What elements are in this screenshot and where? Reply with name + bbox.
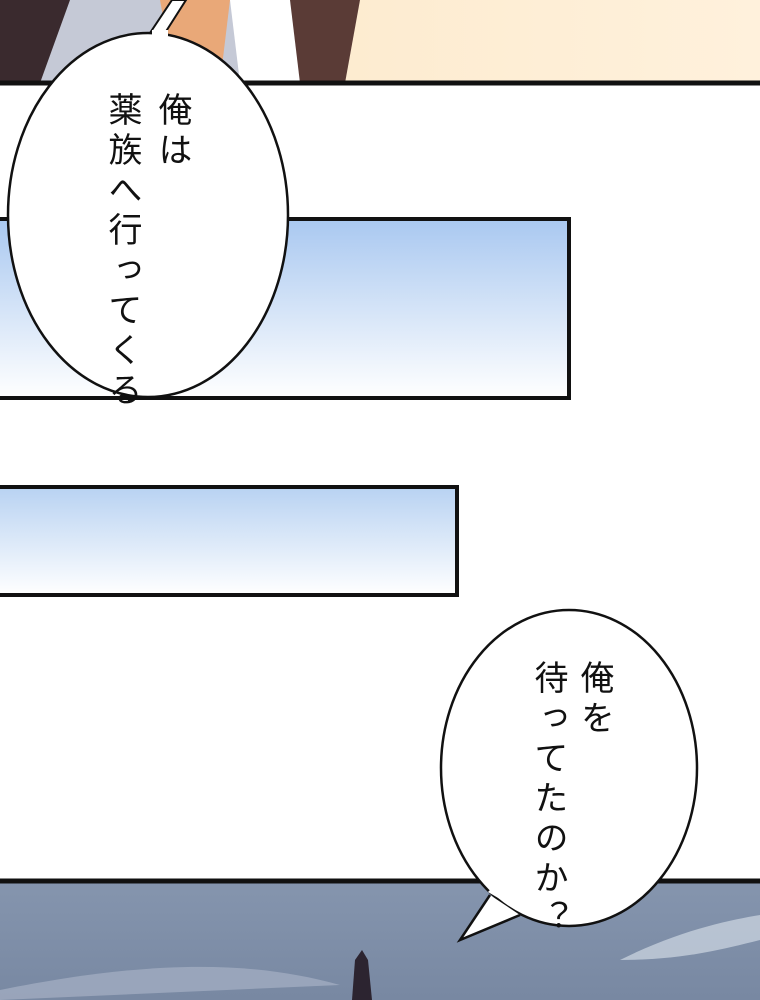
bubble-2-line-2: 待ってたのか？ xyxy=(528,660,568,940)
sky-panel-narrow xyxy=(0,485,459,597)
bubble-1-line-1: 俺は xyxy=(152,92,192,172)
bottom-panel xyxy=(0,878,760,1000)
bubble-1-line-2: 薬族へ行ってくる xyxy=(102,92,142,412)
bubble-2-line-1: 俺を xyxy=(574,660,614,740)
speech-bubble-2 xyxy=(439,608,699,928)
